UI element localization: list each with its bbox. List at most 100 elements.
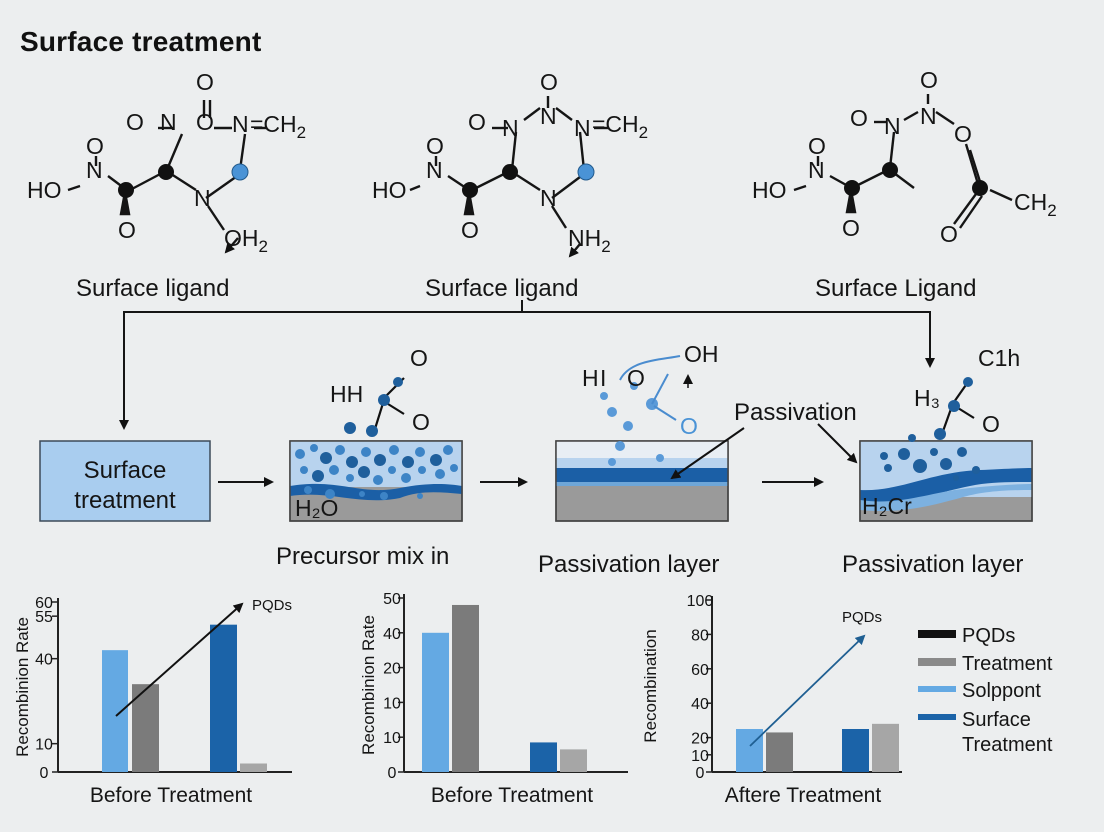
ligand-structure-3 <box>793 94 1013 229</box>
bubble <box>304 486 312 494</box>
bubble <box>325 489 335 499</box>
passivation-panel-1 <box>555 355 729 522</box>
atom-label: N <box>160 109 177 135</box>
atom-label: O <box>940 221 958 247</box>
bar <box>560 749 587 772</box>
legend-swatch <box>918 630 956 638</box>
atom-label: O <box>196 69 214 95</box>
mol-label: O <box>410 345 428 371</box>
atom-dot-blue <box>231 163 249 181</box>
atom-dot <box>844 180 860 196</box>
atom-label: NH2 <box>568 225 611 256</box>
legend-swatch <box>918 714 956 720</box>
y-tick-label: 0 <box>388 765 397 782</box>
atom-label: CH2 <box>1014 189 1057 220</box>
annotation-arrow <box>749 634 866 747</box>
bar <box>872 723 899 772</box>
page-title: Surface treatment <box>20 26 262 57</box>
legend: PQDs Treatment Solppont Surface Treatmen… <box>918 625 1053 756</box>
y-tick-label: 20 <box>383 661 401 678</box>
bar <box>102 650 128 772</box>
bubble <box>361 447 371 457</box>
atom-label: HO <box>372 177 407 203</box>
atom-label: O <box>118 217 136 243</box>
bar <box>530 742 557 772</box>
atom-label: O <box>850 105 868 131</box>
bubble <box>389 445 399 455</box>
legend-label: Treatment <box>962 734 1053 756</box>
atom-label: N <box>232 111 249 137</box>
y-tick-label: 0 <box>40 765 49 782</box>
bubble <box>417 493 423 499</box>
atom-dot <box>972 180 988 196</box>
x-axis-label: Before Treatment <box>90 784 252 807</box>
y-tick-label: 10 <box>691 748 709 765</box>
atom-dot <box>158 164 174 180</box>
bubble <box>435 469 445 479</box>
bubble <box>450 464 458 472</box>
bubble <box>329 465 339 475</box>
ligand-connector <box>119 300 935 430</box>
mol-label: O <box>412 409 430 435</box>
mol-label: O <box>982 411 1000 437</box>
bar <box>240 763 267 772</box>
atom-label: N <box>426 157 443 183</box>
y-tick-label: 10 <box>383 695 401 712</box>
bubble <box>388 466 396 474</box>
atom-label: N <box>540 103 557 129</box>
bubble <box>300 466 308 474</box>
atom-label: O <box>196 109 214 135</box>
legend-label: Solppont <box>962 680 1041 702</box>
chart-1-annotation: PQDs <box>252 597 292 614</box>
atom-dot <box>882 162 898 178</box>
bubble <box>430 454 442 466</box>
legend-label: Treatment <box>962 653 1053 675</box>
y-axis-label: Recombination <box>641 629 660 742</box>
y-tick-label: 55 <box>35 609 53 626</box>
atom-label: N <box>86 157 103 183</box>
y-axis-label: Recombinion Rate <box>13 617 32 757</box>
panel-left-label: H₂O <box>295 495 338 521</box>
ligand-caption-3: Surface Ligand <box>815 275 976 302</box>
legend-swatch <box>918 658 956 666</box>
y-tick-label: 80 <box>691 627 709 644</box>
bubble <box>346 456 358 468</box>
atom-label: O <box>468 109 486 135</box>
mol-label: H₃ <box>914 385 940 411</box>
atom-dot <box>462 182 478 198</box>
bubble <box>415 447 425 457</box>
y-tick-label: 40 <box>383 626 401 643</box>
y-tick-label: 40 <box>691 696 709 713</box>
y-tick-label: 60 <box>35 595 53 612</box>
legend-swatch <box>918 686 956 692</box>
bubble <box>418 466 426 474</box>
atom-label: O <box>842 215 860 241</box>
atom-label: =CH2 <box>592 111 648 142</box>
mol-label: I <box>600 365 606 391</box>
callout-arrow <box>817 423 858 464</box>
bubble <box>374 454 386 466</box>
atom-dot-blue <box>577 163 595 181</box>
atom-label: N <box>920 103 937 129</box>
mol-label: O <box>680 413 698 439</box>
bubble <box>310 444 318 452</box>
bar <box>210 624 237 772</box>
bubble <box>373 475 383 485</box>
atom-label: N <box>540 185 557 211</box>
bubble <box>335 445 345 455</box>
bar <box>422 632 449 772</box>
annotation-arrow <box>115 602 244 717</box>
mol-label: C1h <box>978 345 1020 371</box>
atom-label: O <box>808 133 826 159</box>
y-axis-label: Recombinion Rate <box>359 615 378 755</box>
y-tick-label: 0 <box>696 765 705 782</box>
legend-label: Surface <box>962 709 1031 731</box>
precursor-panel <box>289 377 463 522</box>
atom-label: =CH2 <box>250 111 306 142</box>
y-tick-label: 50 <box>383 591 401 608</box>
atom-label: N <box>502 115 519 141</box>
y-tick-label: 100 <box>687 593 714 610</box>
